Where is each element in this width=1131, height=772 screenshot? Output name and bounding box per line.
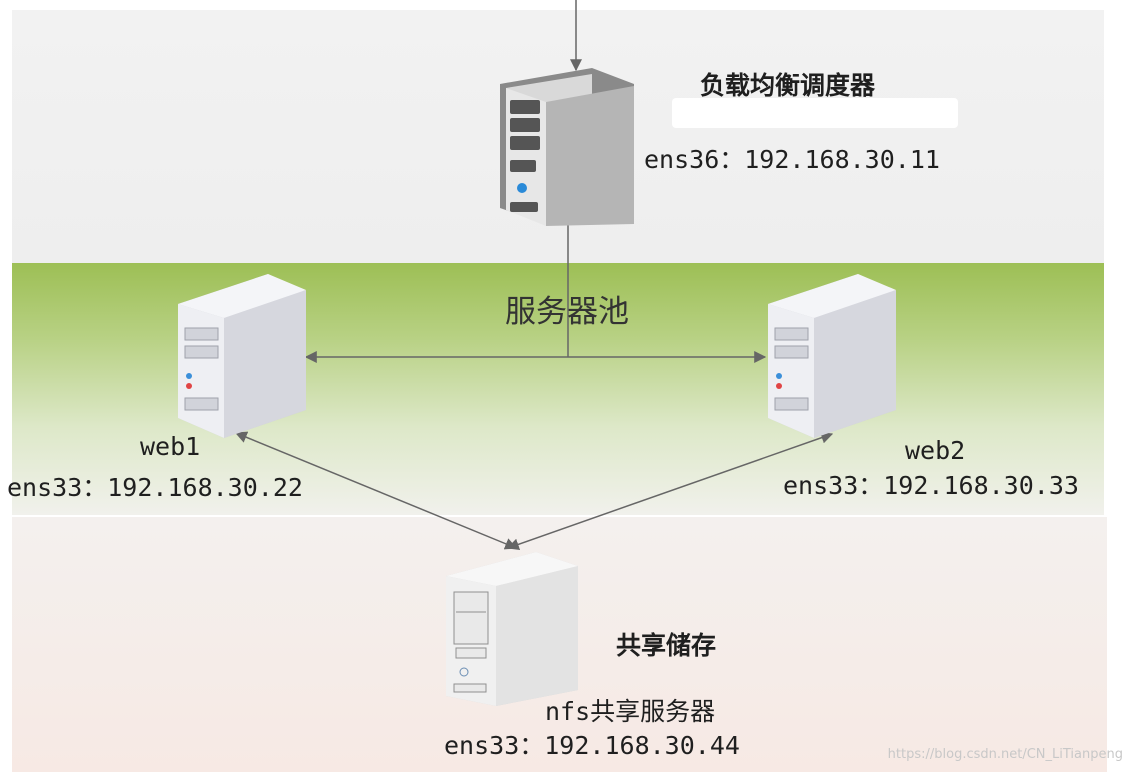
web2-storage-line (506, 431, 834, 551)
web1-name: web1 (140, 432, 201, 461)
web2-server-icon (768, 274, 896, 438)
nfs-server-icon (446, 552, 578, 706)
balancer-server-icon (500, 68, 634, 226)
watermark: https://blog.csdn.net/CN_LiTianpeng (887, 747, 1123, 762)
balancer-ip: ens36：192.168.30.11 (644, 145, 940, 174)
web1-ip: ens33：192.168.30.22 (7, 473, 303, 502)
web2-name: web2 (905, 436, 966, 465)
web1-server-icon (178, 274, 306, 438)
storage-group-label: 共享储存 (616, 631, 717, 660)
web2-ip: ens33：192.168.30.33 (783, 471, 1079, 500)
redacted-area (672, 98, 958, 128)
server-pool-title: 服务器池 (505, 294, 629, 330)
nfs-server-ip: ens33：192.168.30.44 (444, 731, 740, 760)
balancer-name: 负载均衡调度器 (700, 71, 876, 100)
web1-storage-line (234, 431, 518, 550)
nfs-server-name: nfs共享服务器 (545, 697, 716, 726)
